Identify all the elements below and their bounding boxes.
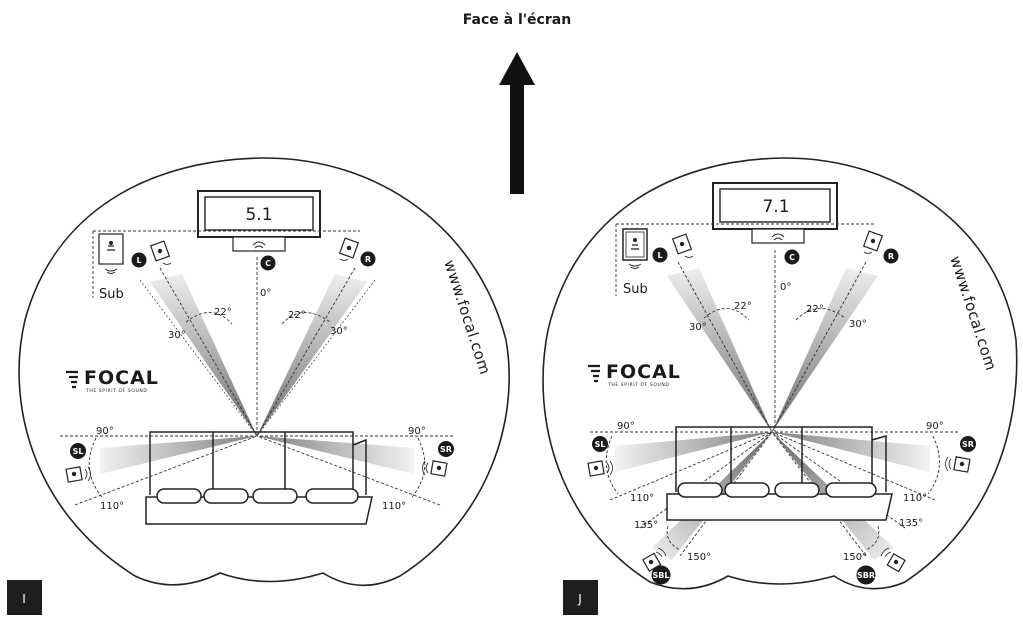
focal-logo: FOCAL THE SPIRIT OF SOUND xyxy=(66,367,159,394)
panel-7-1: 7.1 xyxy=(542,157,1018,615)
angle-back-left-outer: 150° xyxy=(687,552,711,563)
svg-text:C: C xyxy=(265,259,271,268)
svg-text:L: L xyxy=(136,256,141,265)
front-right-beam xyxy=(772,268,878,432)
surround-left-speaker xyxy=(65,466,91,483)
brand-name: FOCAL xyxy=(606,361,681,383)
front-left-speaker xyxy=(671,233,694,258)
angle-side-top-right: 90° xyxy=(408,426,426,437)
header-title: Face à l'écran xyxy=(463,12,571,28)
surround-right-speaker xyxy=(422,460,448,477)
angle-side-bottom-left: 110° xyxy=(100,501,124,512)
surround-left-beam xyxy=(615,432,772,472)
front-right-beam xyxy=(257,274,367,436)
surround-right-beam xyxy=(257,436,414,474)
badge-l: L xyxy=(131,252,147,268)
angle-side-top-left: 90° xyxy=(96,426,114,437)
angle-front-inner-right: 22° xyxy=(288,310,306,321)
front-left-beam xyxy=(150,274,257,436)
badge-sr: SR xyxy=(438,441,454,457)
angle-side-bottom-right: 110° xyxy=(903,493,927,504)
surround-left-beam xyxy=(100,436,257,474)
tv-screen: 5.1 xyxy=(197,190,321,238)
front-right-speaker xyxy=(338,237,360,261)
angle-center: 0° xyxy=(260,288,271,299)
badge-l: L xyxy=(652,247,668,263)
badge-sr: SR xyxy=(960,436,976,452)
angle-front-inner-left: 22° xyxy=(214,307,232,318)
front-left-speaker xyxy=(149,240,172,265)
center-speaker xyxy=(751,228,805,244)
badge-r: R xyxy=(360,251,376,267)
arrow-up-icon xyxy=(499,52,535,194)
panel-label-i: I xyxy=(7,580,42,615)
angle-back-right-inner: 135° xyxy=(899,518,923,529)
svg-text:SR: SR xyxy=(962,440,974,449)
front-left-beam xyxy=(667,268,772,432)
brand-tagline: THE SPIRIT OF SOUND xyxy=(85,388,147,394)
angle-front-inner-right: 22° xyxy=(806,304,824,315)
svg-text:SR: SR xyxy=(440,445,452,454)
back-right-speaker xyxy=(880,547,906,573)
subwoofer: Sub xyxy=(622,228,648,297)
svg-text:R: R xyxy=(365,255,371,264)
front-right-speaker xyxy=(862,230,884,254)
angle-side-bottom-left: 110° xyxy=(630,493,654,504)
sub-label: Sub xyxy=(99,287,124,302)
angle-side-top-right: 90° xyxy=(926,421,944,432)
badge-sbl: SBL xyxy=(651,565,671,585)
angle-front-outer-right: 30° xyxy=(849,319,867,330)
center-speaker xyxy=(232,236,286,252)
svg-text:SL: SL xyxy=(73,447,84,456)
angle-back-left-inner: 135° xyxy=(634,520,658,531)
angle-front-inner-left: 22° xyxy=(734,301,752,312)
sub-label: Sub xyxy=(623,282,648,297)
angle-center: 0° xyxy=(780,282,791,293)
tv-screen: 7.1 xyxy=(712,182,838,230)
sofa xyxy=(145,431,373,525)
angle-back-right-outer: 150° xyxy=(843,552,867,563)
svg-text:R: R xyxy=(888,252,894,261)
angle-front-outer-left: 30° xyxy=(168,330,186,341)
badge-c: C xyxy=(784,249,800,265)
svg-text:C: C xyxy=(789,253,795,262)
badge-r: R xyxy=(883,248,899,264)
svg-text:SBL: SBL xyxy=(653,571,670,580)
panel-5-1: 5.1 xyxy=(7,157,510,615)
angle-side-bottom-right: 110° xyxy=(382,501,406,512)
screen-label: 5.1 xyxy=(245,205,272,225)
angle-front-outer-right: 30° xyxy=(330,326,348,337)
panel-label-j: J xyxy=(563,580,598,615)
svg-text:J: J xyxy=(577,592,582,606)
focal-logo: FOCAL THE SPIRIT OF SOUND xyxy=(588,361,681,388)
sofa xyxy=(666,426,893,521)
room-outline xyxy=(542,157,1018,590)
badge-c: C xyxy=(260,255,276,271)
surround-right-beam xyxy=(772,432,930,472)
brand-name: FOCAL xyxy=(84,367,159,389)
angle-front-outer-left: 30° xyxy=(689,322,707,333)
surround-right-speaker xyxy=(945,456,971,473)
svg-text:SBR: SBR xyxy=(857,571,875,580)
svg-text:I: I xyxy=(22,592,26,606)
subwoofer: Sub xyxy=(98,233,124,302)
brand-tagline: THE SPIRIT OF SOUND xyxy=(607,382,669,388)
svg-text:SL: SL xyxy=(595,440,606,449)
badge-sbr: SBR xyxy=(856,565,876,585)
screen-label: 7.1 xyxy=(762,197,789,217)
surround-left-speaker xyxy=(587,460,613,477)
angle-side-top-left: 90° xyxy=(617,421,635,432)
badge-sl: SL xyxy=(70,443,86,459)
badge-sl: SL xyxy=(592,436,608,452)
svg-text:L: L xyxy=(657,251,662,260)
